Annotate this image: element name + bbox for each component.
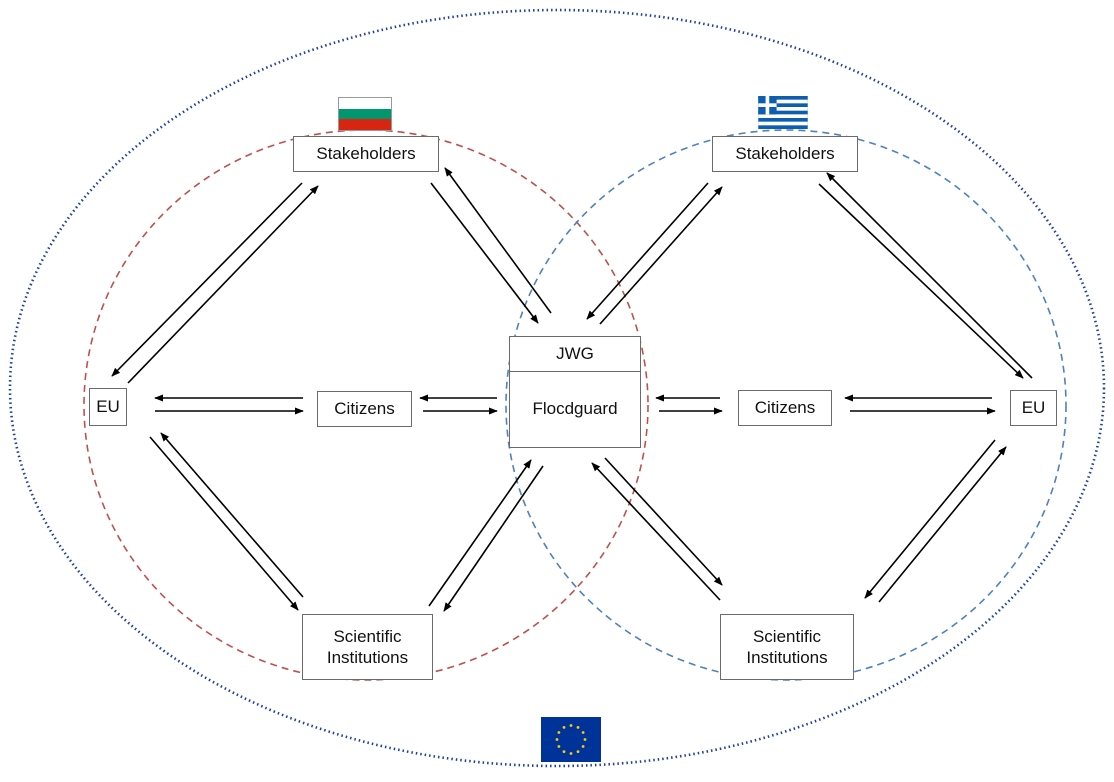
- bulgaria-flag-icon: [338, 97, 392, 131]
- eu-star-icon: [583, 738, 587, 741]
- jwg-floodguard-box: JWG Flocdguard: [509, 336, 641, 448]
- eu-star-icon: [576, 750, 580, 754]
- eu-star-icon: [581, 731, 585, 734]
- right-scientific-institutions-box: Scientific Institutions: [720, 614, 854, 680]
- eu-star-icon: [557, 731, 561, 734]
- right-citizens-box: Citizens: [738, 390, 832, 426]
- center-to-left-stakeholders-arrow: [444, 167, 552, 314]
- right-eu-to-stakeholders-arrow: [826, 172, 1033, 379]
- left-stakeholders-box: Stakeholders: [293, 136, 439, 172]
- right-stakeholders-box: Stakeholders: [712, 136, 858, 172]
- eu-star-icon: [562, 725, 566, 729]
- right-stakeholders-to-center-arrow: [586, 182, 709, 320]
- center-to-right-stakeholders-arrow: [599, 186, 723, 325]
- eu-star-icon: [557, 745, 561, 748]
- greece-flag-icon: [758, 96, 808, 129]
- left-eu-box: EU: [89, 388, 127, 426]
- eu-flag-icon: [541, 717, 601, 762]
- floodguard-label: Flocdguard: [532, 399, 618, 418]
- right-scientific-to-eu-arrow: [878, 446, 1007, 603]
- left-scientific-to-center-arrow: [428, 459, 532, 607]
- left-eu-to-scientific-arrow: [149, 436, 299, 611]
- eu-star-icon: [576, 725, 580, 729]
- eu-star-icon: [581, 745, 585, 748]
- jwg-label: JWG: [510, 337, 640, 372]
- center-to-right-scientific-arrow: [604, 457, 723, 586]
- left-eu-to-stakeholders-arrow: [127, 185, 319, 384]
- right-stakeholders-to-eu-arrow: [818, 183, 1024, 379]
- outer-ellipse: [8, 8, 1106, 768]
- eu-star-icon: [555, 738, 559, 741]
- eu-star-icon: [562, 750, 566, 754]
- right-eu-box: EU: [1010, 390, 1057, 426]
- left-stakeholders-to-center-arrow: [430, 182, 539, 324]
- eu-star-icon: [569, 752, 573, 755]
- right-cluster-circle: [505, 129, 1067, 681]
- arrows: [111, 167, 1033, 612]
- eu-star-icon: [569, 724, 573, 727]
- right-eu-to-scientific-arrow: [864, 439, 996, 599]
- right-scientific-to-center-arrow: [591, 462, 721, 601]
- left-citizens-box: Citizens: [317, 391, 412, 427]
- left-scientific-to-eu-arrow: [160, 432, 304, 598]
- left-stakeholders-to-eu-arrow: [111, 182, 303, 377]
- center-to-left-scientific-arrow: [443, 465, 544, 612]
- left-scientific-institutions-box: Scientific Institutions: [302, 614, 433, 680]
